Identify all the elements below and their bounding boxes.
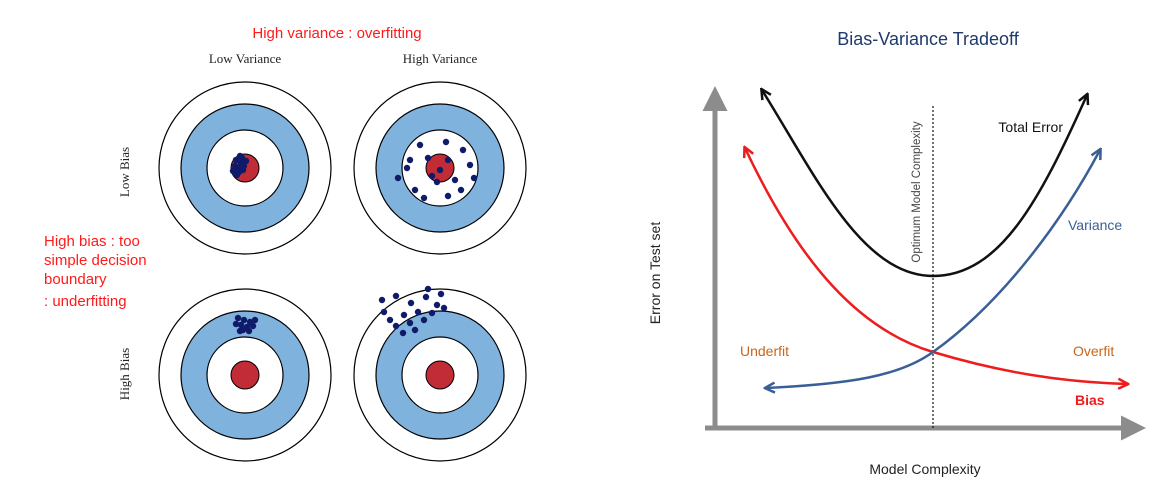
underfitting-note-line-4: : underfitting: [44, 293, 127, 310]
dartboard-panel: High variance : overfitting Low Variance…: [44, 25, 527, 462]
target-low-bias-low-variance: [158, 81, 332, 255]
tradeoff-chart-panel: Bias-Variance Tradeoff Model Complexity …: [647, 29, 1146, 477]
dots-low-bias-high-variance: [394, 138, 478, 202]
dots-high-bias-low-variance: [232, 314, 259, 335]
underfit-region-label: Underfit: [740, 343, 789, 359]
overfit-region-label: Overfit: [1073, 343, 1114, 359]
tradeoff-chart-title: Bias-Variance Tradeoff: [837, 29, 1019, 49]
target-high-bias-high-variance: [353, 285, 527, 462]
total-error-label: Total Error: [998, 119, 1063, 135]
underfitting-note-line-3: boundary: [44, 271, 107, 288]
bias-label: Bias: [1075, 392, 1105, 408]
dots-high-bias-high-variance: [378, 285, 448, 337]
variance-curve: [766, 150, 1100, 388]
variance-label: Variance: [1068, 217, 1122, 233]
column-label-high-variance: High Variance: [403, 51, 478, 66]
row-label-high-bias: High Bias: [117, 348, 132, 400]
y-axis-label: Error on Test set: [647, 222, 663, 325]
underfitting-note-line-2: simple decision: [44, 252, 147, 269]
row-label-low-bias: Low Bias: [117, 147, 132, 197]
overfitting-annotation: High variance : overfitting: [252, 25, 421, 42]
x-axis-label: Model Complexity: [869, 461, 980, 477]
target-high-bias-low-variance: [158, 288, 332, 462]
dots-low-bias-low-variance: [229, 152, 250, 179]
target-low-bias-high-variance: [353, 81, 527, 255]
column-label-low-variance: Low Variance: [209, 51, 282, 66]
optimum-complexity-label: Optimum Model Complexity: [911, 121, 923, 262]
underfitting-note-line-1: High bias : too: [44, 233, 140, 250]
underfitting-annotation: High bias : too simple decision boundary…: [44, 233, 147, 310]
